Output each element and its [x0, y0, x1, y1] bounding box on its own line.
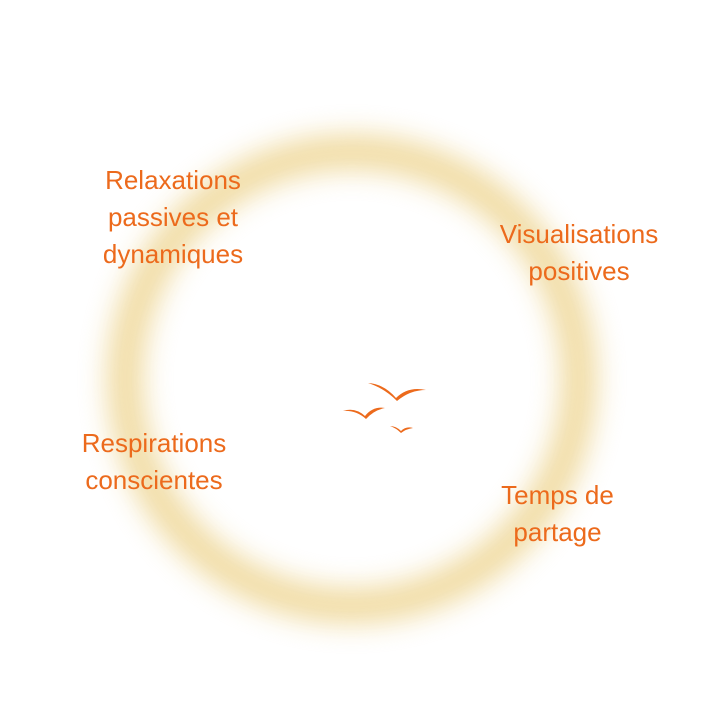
label-respirations: Respirations conscientes [81, 428, 227, 495]
label-relaxations: Relaxations passives et dynamiques [102, 165, 244, 269]
label-temps-de-partage: Temps de partage [501, 480, 614, 547]
label-visualisations: Visualisations positives [499, 219, 659, 286]
birds-icon [343, 383, 426, 433]
